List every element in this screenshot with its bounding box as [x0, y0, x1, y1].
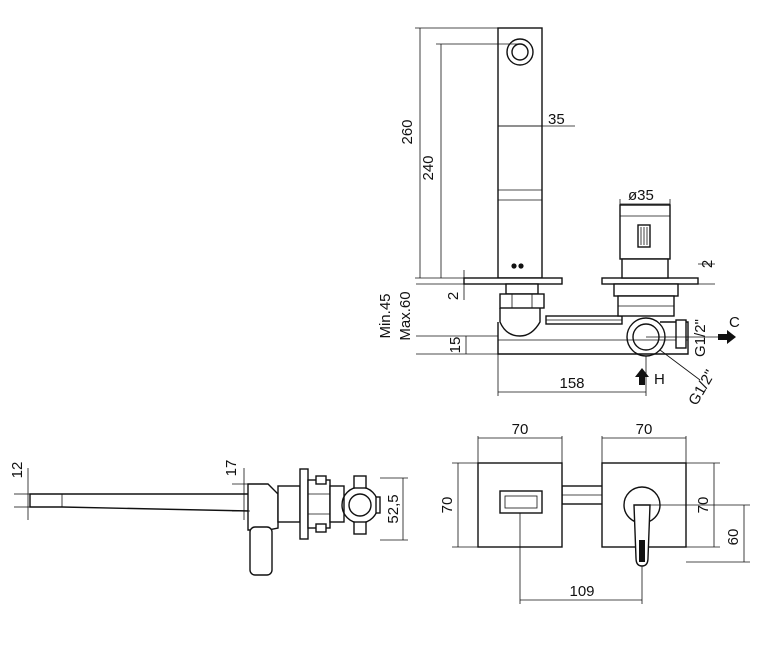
- front-spout-outlet: [499, 490, 543, 514]
- dim-plate-thickness-right: 2: [699, 260, 716, 268]
- side-body-circle-outer: [341, 486, 379, 524]
- dim-plate-width-left: 70: [512, 421, 529, 438]
- dim-body-depth: 52,5: [385, 494, 402, 523]
- dim-plate-offset: 17: [223, 460, 240, 477]
- side-view: 12 17 52,5: [9, 460, 408, 576]
- label-hot: H: [654, 371, 665, 388]
- front-view: 70 70 70 70 60 109: [439, 421, 750, 604]
- dim-hot-connection: G1/2": [685, 367, 719, 408]
- dim-center-distance: 109: [569, 583, 594, 600]
- side-wall-plate: [299, 468, 309, 540]
- mixer-wall-plate: [601, 277, 699, 285]
- dim-spout-height: 240: [420, 155, 437, 180]
- label-cold: C: [729, 314, 740, 331]
- dim-wall-depth-max: Max.60: [397, 291, 414, 340]
- dim-wall-depth-min: Min.45: [377, 293, 394, 338]
- dim-spout-thickness: 12: [9, 462, 26, 479]
- dim-body-length: 158: [559, 375, 584, 392]
- hot-inlet-arrow-icon: [635, 368, 649, 385]
- spout-outlet-outer: [506, 38, 534, 66]
- dim-plate-height-right: 70: [695, 497, 712, 514]
- dim-spout-height-total: 260: [399, 119, 416, 144]
- dim-plate-thickness-left: 2: [445, 292, 462, 300]
- side-spout: [29, 493, 251, 512]
- dim-plate-width-right: 70: [636, 421, 653, 438]
- dim-plate-height-left: 70: [439, 497, 456, 514]
- spout-body: [497, 27, 543, 279]
- dim-pipe-offset: 15: [447, 337, 464, 354]
- dim-spout-width: 35: [548, 111, 565, 128]
- cold-inlet-arrow-icon: [718, 330, 736, 344]
- dim-handle-axis-height: 60: [725, 529, 742, 546]
- side-body-circle-inner: [348, 493, 372, 517]
- side-handle: [249, 526, 273, 576]
- dim-handle-diameter: ø35: [628, 187, 654, 204]
- dim-cold-connection: G1/2": [692, 319, 709, 357]
- spout-wall-plate: [463, 277, 563, 285]
- top-view: 260 240 35 ø35 2 2 Min.45 Max.60 15 158 …: [377, 27, 740, 408]
